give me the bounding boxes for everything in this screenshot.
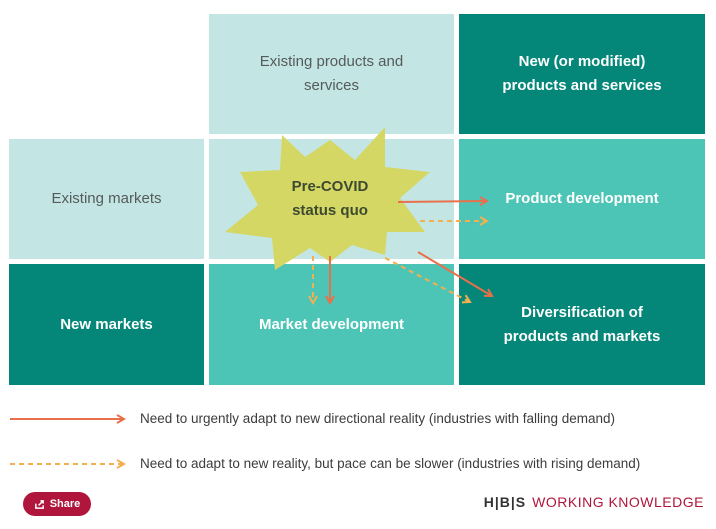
diversification-label: Diversification of products and markets (503, 303, 661, 345)
solid-arrow-to-diversification (417, 251, 492, 296)
header-new-products-label: New (or modified) products and services (502, 53, 662, 94)
header-existing-products-label: Existing products and services (259, 53, 404, 94)
row-existing-markets-label: Existing markets (51, 190, 162, 207)
share-label: Share (49, 498, 81, 510)
brand-hbs: H|B|S (483, 494, 527, 510)
brand-working-knowledge: WORKING KNOWLEDGE (532, 494, 704, 510)
legend-dashed-text: Need to adapt to new reality, but pace c… (140, 456, 641, 471)
status-quo-star (225, 127, 430, 270)
dashed-arrow-to-diversification (384, 257, 470, 302)
cell-product-development: Product development (459, 139, 705, 259)
status-quo-label: Pre-COVID status quo (291, 178, 369, 219)
row-new-markets: New markets (9, 264, 204, 385)
share-button[interactable]: Share (23, 492, 91, 516)
product-development-label: Product development (505, 190, 659, 207)
solid-arrow-to-product-development (397, 201, 487, 202)
share-icon (34, 499, 44, 509)
header-new-products: New (or modified) products and services (459, 14, 705, 134)
row-new-markets-label: New markets (60, 315, 153, 333)
header-existing-products: Existing products and services (209, 14, 454, 134)
cell-diversification: Diversification of products and markets (459, 264, 705, 385)
market-development-label: Market development (258, 315, 405, 333)
hbs-working-knowledge-logo[interactable]: H|B|S WORKING KNOWLEDGE (484, 494, 704, 510)
cell-market-development: Market development (209, 264, 454, 385)
legend-solid-text: Need to urgently adapt to new directiona… (140, 411, 616, 426)
row-existing-markets: Existing markets (9, 139, 204, 259)
